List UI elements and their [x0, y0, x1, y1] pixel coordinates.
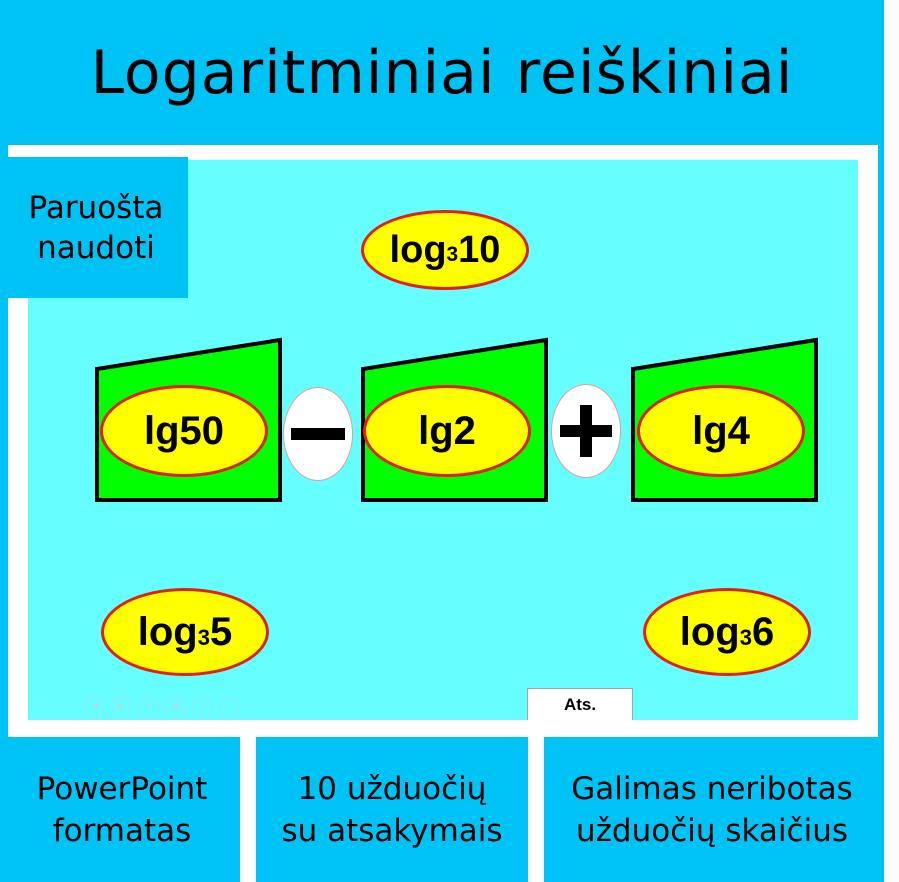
- zoom-icon[interactable]: ⚲: [192, 696, 213, 717]
- feature-line-2: užduočių skaičius: [576, 812, 848, 849]
- plus-icon: [560, 405, 612, 457]
- more-icon[interactable]: ⋯: [219, 696, 240, 717]
- term-argument: 10: [458, 228, 501, 271]
- pen-icon[interactable]: ✎: [138, 696, 159, 717]
- feature-line-1: Galimas neribotas: [571, 770, 853, 807]
- page-title: Logaritminiai reiškiniai: [90, 37, 794, 108]
- feature-powerpoint-format: PowerPoint formatas: [4, 737, 240, 882]
- divider: [528, 737, 544, 882]
- badge-line-1: Paruošta: [28, 189, 164, 226]
- minus-operator[interactable]: [283, 387, 353, 481]
- term-subscript: 3: [739, 624, 752, 650]
- term-subscript: 3: [446, 243, 459, 267]
- plus-operator[interactable]: [551, 384, 621, 478]
- term-base: log: [389, 228, 447, 271]
- feature-line-2: su atsakymais: [281, 812, 503, 849]
- minus-icon: [291, 428, 345, 440]
- feature-line-2: formatas: [52, 812, 192, 849]
- slides-icon[interactable]: ▦: [165, 696, 186, 717]
- feature-unlimited-tasks: Galimas neribotas užduočių skaičius: [544, 737, 880, 882]
- term-base: log: [137, 609, 198, 654]
- ready-to-use-badge: Paruošta naudoti: [4, 157, 188, 298]
- feature-line-1: 10 užduočių: [297, 770, 487, 807]
- right-margin: [884, 0, 899, 882]
- term-base: log: [679, 609, 740, 654]
- answer-button[interactable]: Ats.: [527, 688, 633, 720]
- term-lg4[interactable]: lg4: [637, 385, 805, 477]
- prev-icon[interactable]: ◀: [84, 696, 105, 717]
- term-lg50[interactable]: lg50: [100, 385, 268, 477]
- term-argument: 5: [209, 609, 233, 654]
- feature-ten-tasks: 10 užduočių su atsakymais: [256, 737, 528, 882]
- slideshow-toolbar: ◀ ▶ ✎ ▦ ⚲ ⋯: [84, 696, 240, 717]
- term-lg2[interactable]: lg2: [363, 385, 531, 477]
- term-argument: 6: [751, 609, 775, 654]
- term-subscript: 3: [197, 624, 210, 650]
- badge-line-2: naudoti: [37, 229, 155, 266]
- next-icon[interactable]: ▶: [111, 696, 132, 717]
- feature-line-1: PowerPoint: [36, 770, 208, 807]
- divider: [240, 737, 256, 882]
